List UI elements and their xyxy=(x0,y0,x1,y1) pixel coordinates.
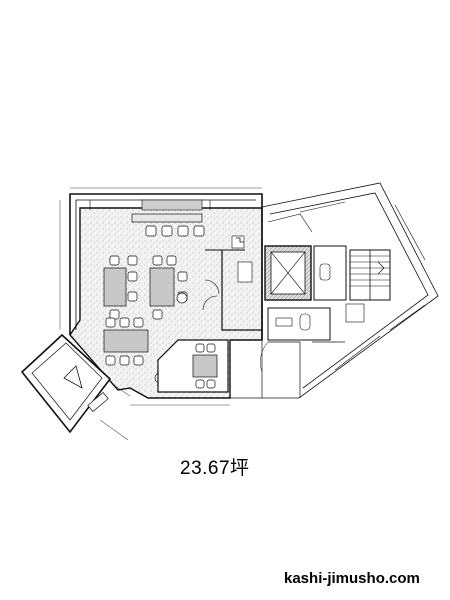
elevator-shaft-icon xyxy=(264,245,312,301)
staircase-icon xyxy=(349,249,391,301)
service-core xyxy=(267,245,365,341)
desk-cluster-upper xyxy=(103,255,188,320)
interior-walls xyxy=(176,235,262,331)
chair-row-top xyxy=(131,213,205,237)
corridor-lines xyxy=(59,187,345,406)
desk-cluster-lower xyxy=(103,317,166,384)
site-url-label: kashi-jimusho.com xyxy=(284,570,420,587)
meeting-room xyxy=(157,339,229,393)
tilted-room xyxy=(20,333,131,441)
floor-area-label: 23.67坪 xyxy=(180,458,250,479)
building-outline xyxy=(261,182,439,399)
